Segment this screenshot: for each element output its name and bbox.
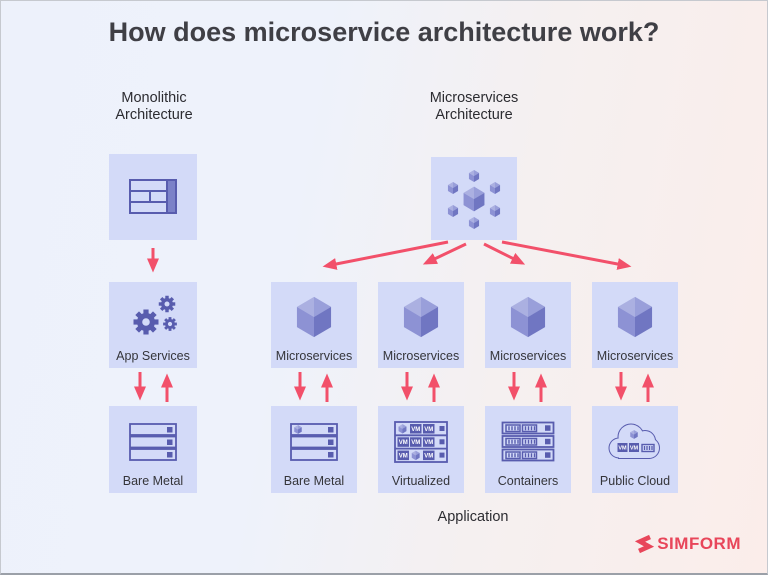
simform-logo: SIMFORM: [635, 534, 741, 554]
vm-label: VM: [424, 453, 433, 459]
microservices-label: Microservices: [596, 349, 674, 363]
bare-metal-box-monolithic: Bare Metal: [109, 406, 197, 493]
server-icon: [129, 422, 177, 461]
application-label: Application: [437, 509, 509, 525]
public-cloud-box: VM VM Public Cloud: [592, 406, 678, 493]
page-title: How does microservice architecture work?: [108, 17, 660, 47]
microservices-heading-line1: Microservices: [429, 90, 519, 106]
monolithic-heading-line1: Monolithic: [121, 90, 187, 106]
app-services-box: App Services: [109, 282, 197, 368]
server-icon: [290, 422, 338, 461]
microservices-heading: Microservices Architecture: [404, 90, 544, 124]
microservices-box: Microservices: [378, 282, 464, 368]
vm-label: VM: [399, 440, 408, 446]
bare-metal-label-monolithic: Bare Metal: [122, 474, 184, 488]
containers-box: Containers: [485, 406, 571, 493]
virtualized-label: Virtualized: [391, 474, 451, 488]
bare-metal-box: Bare Metal: [271, 406, 357, 493]
cube-icon: [617, 296, 653, 338]
hex-cluster-icon: [447, 169, 501, 229]
microservices-label: Microservices: [275, 349, 353, 363]
cube-icon: [403, 296, 439, 338]
virtualized-server-icon: VM VM VM VM VM VM VM: [394, 420, 448, 463]
microservices-box: Microservices: [271, 282, 357, 368]
cube-icon: [296, 296, 332, 338]
microservices-heading-line2: Architecture: [435, 107, 513, 123]
cloud-icon: VM VM: [608, 423, 660, 459]
containers-server-icon: [501, 421, 555, 461]
cube-icon: [510, 296, 546, 338]
simform-logo-text: SIMFORM: [657, 534, 741, 553]
monolithic-heading: Monolithic Architecture: [84, 90, 224, 124]
vm-label: VM: [399, 453, 408, 459]
microservices-label: Microservices: [382, 349, 460, 363]
app-services-label: App Services: [116, 349, 190, 363]
vm-label: VM: [424, 426, 433, 432]
microservices-box: Microservices: [485, 282, 571, 368]
gears-icon: [133, 295, 177, 335]
virtualized-box: VM VM VM VM VM VM VM Virtualized: [378, 406, 464, 493]
vm-label: VM: [411, 440, 420, 446]
vm-label: VM: [630, 445, 639, 451]
public-cloud-label: Public Cloud: [599, 474, 671, 488]
containers-label: Containers: [497, 474, 559, 488]
vm-label: VM: [411, 426, 420, 432]
monolithic-heading-line2: Architecture: [115, 107, 193, 123]
monolith-box: [109, 154, 197, 240]
microservices-label: Microservices: [489, 349, 567, 363]
monolith-icon: [129, 179, 177, 214]
microservices-box: Microservices: [592, 282, 678, 368]
vm-label: VM: [424, 440, 433, 446]
bare-metal-label: Bare Metal: [283, 474, 345, 488]
vm-label: VM: [618, 445, 627, 451]
microservices-cluster-box: [431, 157, 517, 240]
simform-logo-icon: [635, 534, 655, 554]
